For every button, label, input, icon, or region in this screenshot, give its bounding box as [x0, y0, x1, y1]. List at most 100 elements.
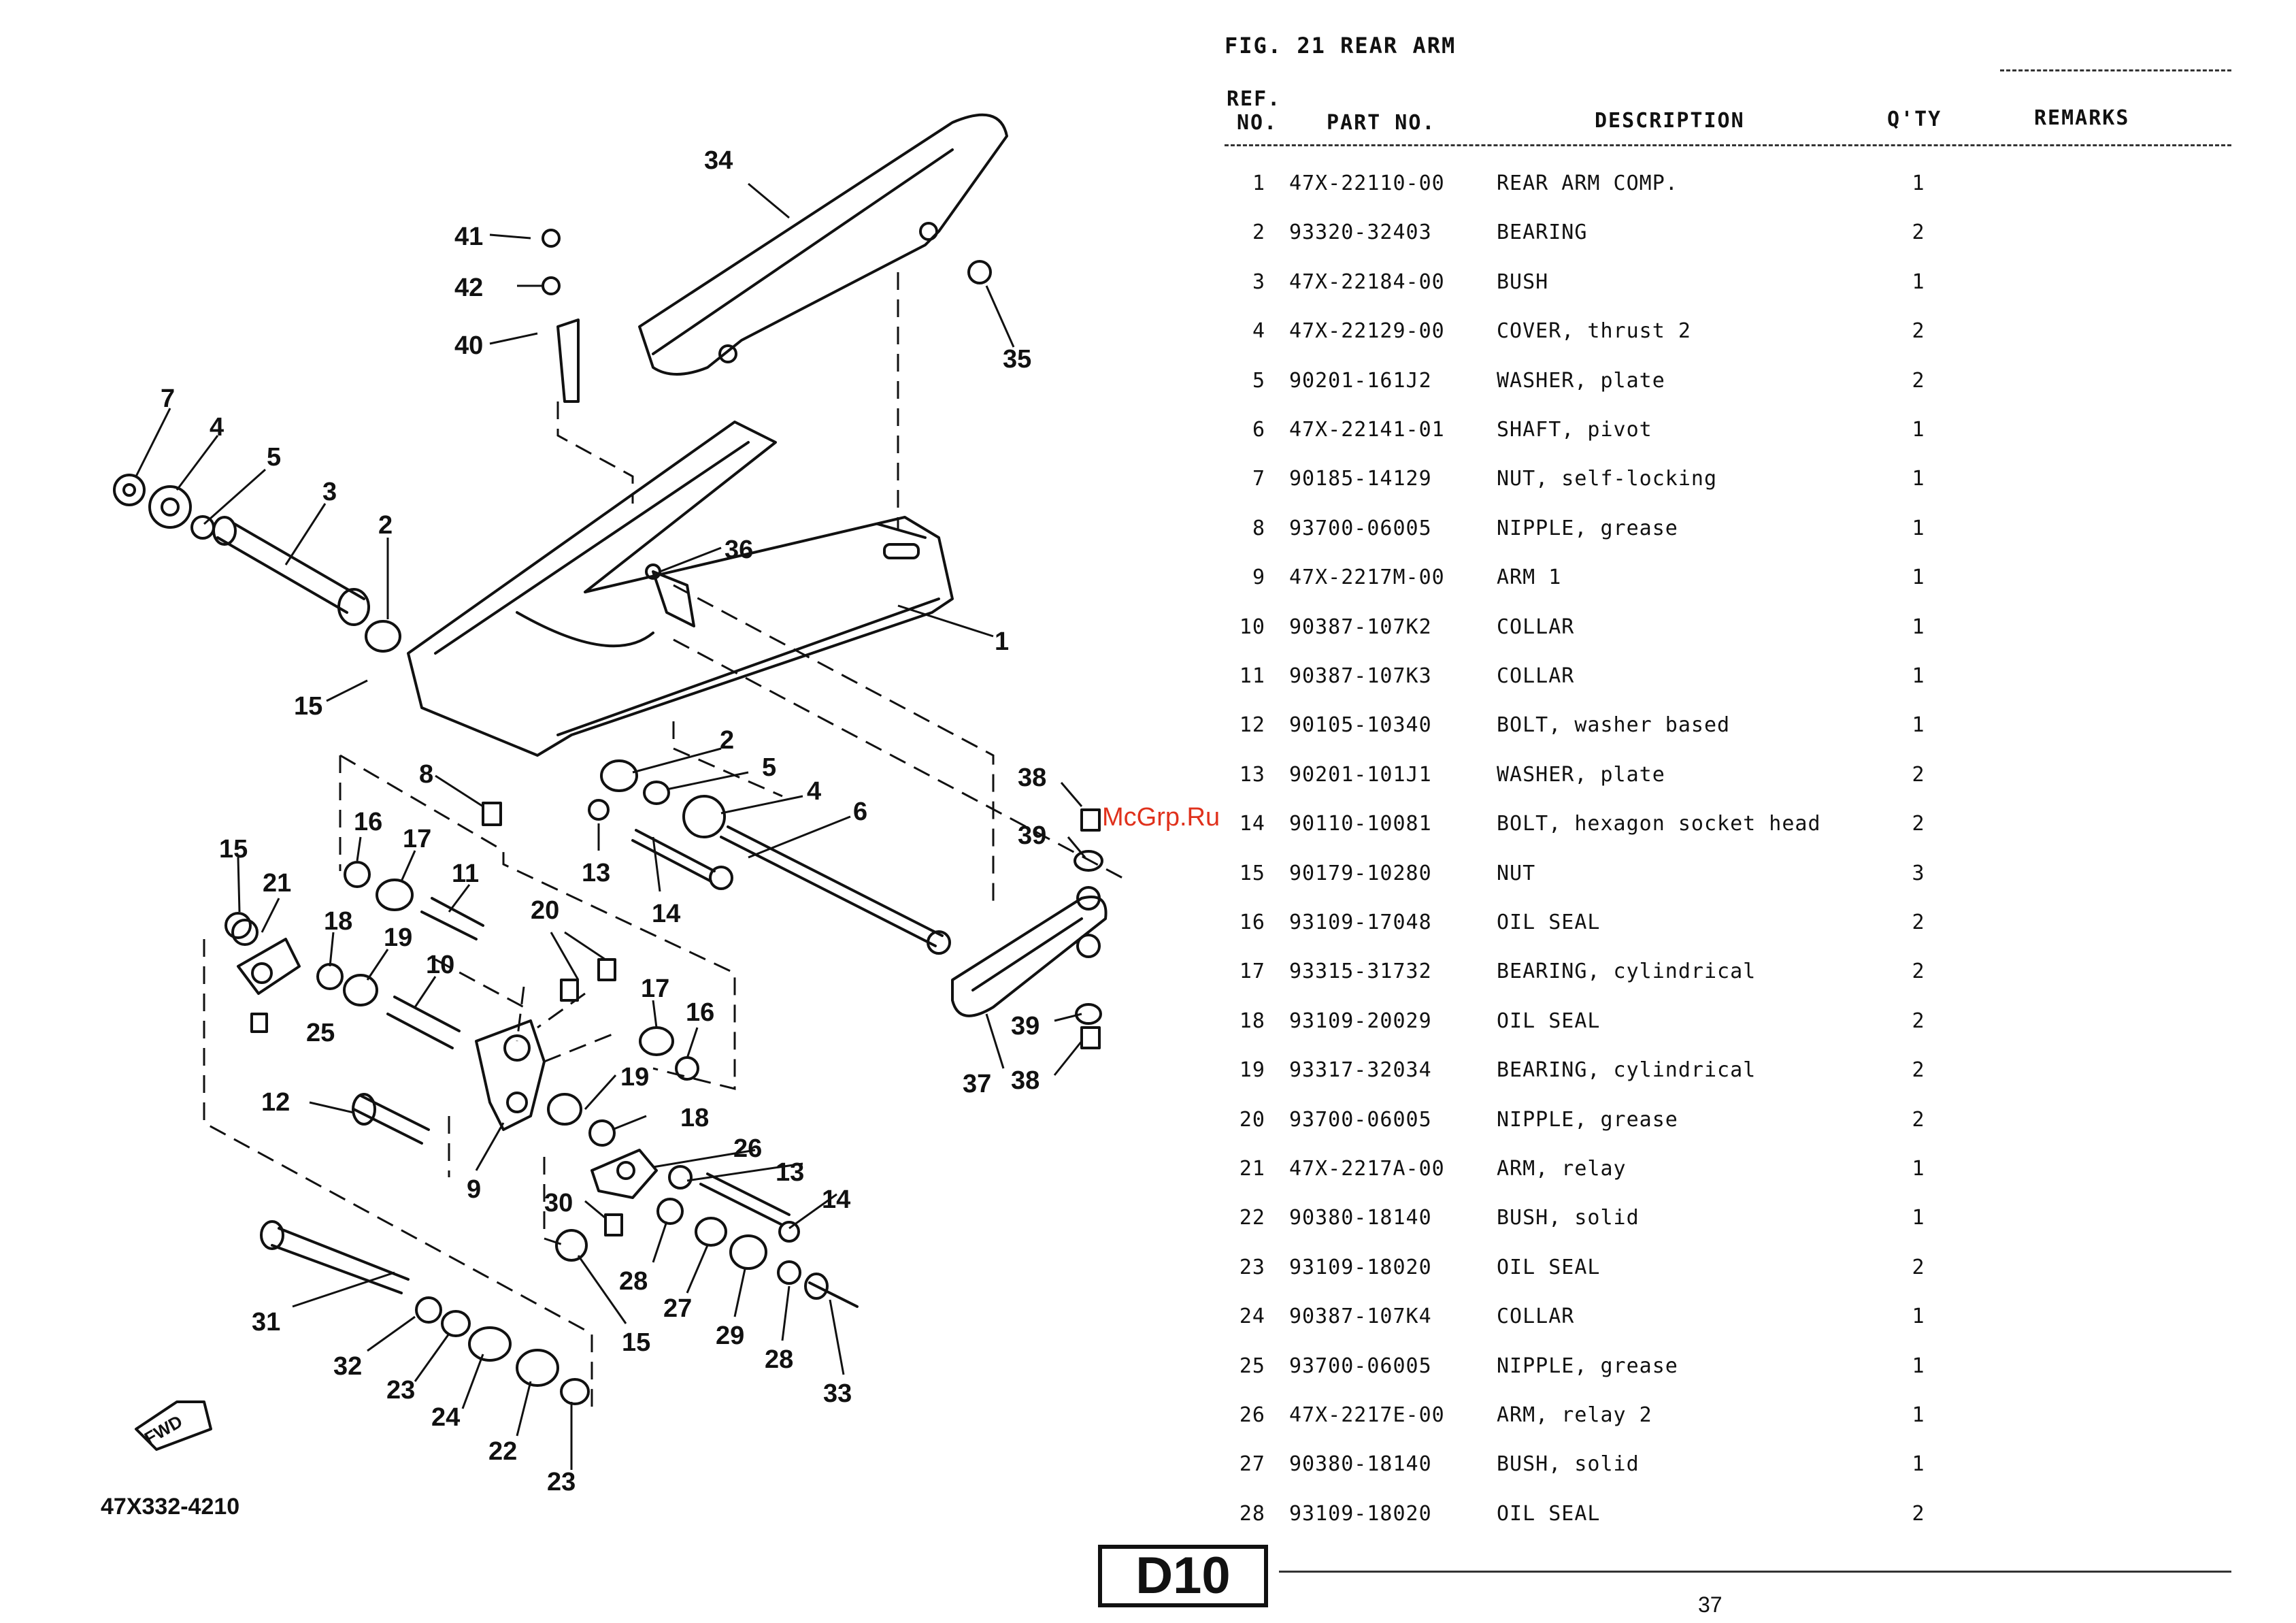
qty-cell: 1 [1912, 516, 1925, 540]
callout-30: 30 [544, 1189, 573, 1217]
callout-13b: 13 [776, 1158, 804, 1187]
description-cell: COLLAR [1497, 664, 1575, 688]
callout-23: 23 [386, 1376, 415, 1405]
callout-5: 5 [267, 443, 281, 472]
qty-cell: 1 [1912, 1403, 1925, 1427]
part-no-cell: 93700-06005 [1289, 1354, 1432, 1378]
callout-3: 3 [322, 478, 337, 506]
description-cell: WASHER, plate [1497, 368, 1665, 393]
qty-cell: 2 [1912, 1255, 1925, 1279]
callout-39b: 39 [1011, 1012, 1039, 1040]
arm-1-shape [475, 1019, 546, 1131]
qty-cell: 1 [1912, 1157, 1925, 1181]
callout-16: 16 [354, 808, 382, 836]
callout-33: 33 [823, 1379, 852, 1408]
part-no-cell: 47X-22129-00 [1289, 319, 1445, 344]
qty-cell: 2 [1912, 1107, 1925, 1132]
callout-1: 1 [995, 627, 1009, 656]
part-no-cell: 93700-06005 [1289, 516, 1432, 540]
qty-cell: 1 [1912, 1305, 1925, 1329]
callout-12: 12 [261, 1088, 290, 1117]
callout-42: 42 [454, 274, 483, 302]
description-cell: ARM, relay [1497, 1157, 1627, 1181]
page-number: 37 [1698, 1592, 1723, 1617]
part-no-cell: 90105-10340 [1289, 713, 1432, 738]
description-cell: SHAFT, pivot [1497, 418, 1652, 442]
part-no-cell: 90387-107K2 [1289, 614, 1432, 639]
part-no-cell: 90110-10081 [1289, 812, 1432, 836]
ref-cell: 27 [1239, 1452, 1265, 1477]
description-cell: OIL SEAL [1497, 911, 1601, 934]
qty-cell: 2 [1912, 368, 1925, 393]
description-cell: OIL SEAL [1497, 1255, 1601, 1279]
table-row: 5 90201-161J2 WASHER, plate 2 [1218, 369, 2238, 418]
qty-cell: 1 [1912, 565, 1925, 590]
part-no-cell: 90201-161J2 [1289, 368, 1432, 393]
callout-15c: 15 [622, 1328, 650, 1357]
ref-cell: 21 [1239, 1157, 1265, 1181]
description-cell: BEARING [1497, 220, 1588, 245]
callout-4b: 4 [807, 777, 821, 806]
qty-cell: 2 [1912, 1501, 1925, 1526]
callout-38: 38 [1018, 764, 1046, 792]
callout-6: 6 [853, 798, 867, 826]
callout-19b: 19 [620, 1063, 649, 1092]
callout-37: 37 [963, 1070, 991, 1098]
header-qty: Q'TY [1887, 108, 1942, 131]
ref-cell: 19 [1239, 1058, 1265, 1083]
callout-17b: 17 [641, 974, 669, 1003]
diagram-code: 47X332-4210 [101, 1494, 239, 1520]
callout-20: 20 [531, 896, 559, 925]
figure-title: FIG. 21 REAR ARM [1225, 33, 1457, 59]
callout-21: 21 [263, 869, 291, 898]
chain-guard-shape [638, 113, 1008, 376]
callout-7: 7 [161, 384, 175, 413]
callout-14: 14 [652, 900, 680, 928]
callout-31: 31 [252, 1308, 280, 1337]
ref-cell: 5 [1252, 368, 1265, 393]
callout-9: 9 [467, 1175, 481, 1204]
callout-39: 39 [1018, 821, 1046, 850]
callout-29: 29 [716, 1322, 744, 1350]
qty-cell: 1 [1912, 171, 1925, 195]
description-cell: NIPPLE, grease [1497, 1107, 1678, 1132]
part-no-cell: 90185-14129 [1289, 467, 1432, 491]
ref-cell: 1 [1252, 171, 1265, 195]
footer-rule [1279, 1571, 2231, 1573]
description-cell: NUT [1497, 861, 1536, 885]
ref-cell: 23 [1239, 1255, 1265, 1279]
part-no-cell: 90387-107K4 [1289, 1305, 1432, 1329]
description-cell: BOLT, washer based [1497, 713, 1731, 738]
description-cell: COLLAR [1497, 614, 1575, 639]
part-no-cell: 93315-31732 [1289, 960, 1432, 984]
ref-cell: 10 [1239, 614, 1265, 639]
part-no-cell: 93700-06005 [1289, 1107, 1432, 1132]
description-cell: NUT, self-locking [1497, 467, 1718, 491]
ref-cell: 14 [1239, 812, 1265, 836]
callout-23b: 23 [547, 1468, 576, 1496]
callout-11: 11 [452, 859, 479, 888]
swingarm-shape [407, 421, 954, 757]
fwd-arrow-shape [135, 1400, 212, 1451]
part-no-cell: 93109-17048 [1289, 911, 1432, 934]
exploded-parts-diagram: 34 35 41 42 40 36 1 7 4 5 3 2 15 2 5 4 6… [101, 113, 1123, 1520]
ref-cell: 28 [1239, 1501, 1265, 1526]
ref-cell: 25 [1239, 1354, 1265, 1378]
callout-36: 36 [725, 536, 753, 564]
ref-cell: 24 [1239, 1305, 1265, 1329]
description-cell: COLLAR [1497, 1305, 1575, 1329]
qty-cell: 1 [1912, 269, 1925, 294]
part-no-cell: 93320-32403 [1289, 220, 1432, 245]
callout-24: 24 [431, 1403, 460, 1432]
